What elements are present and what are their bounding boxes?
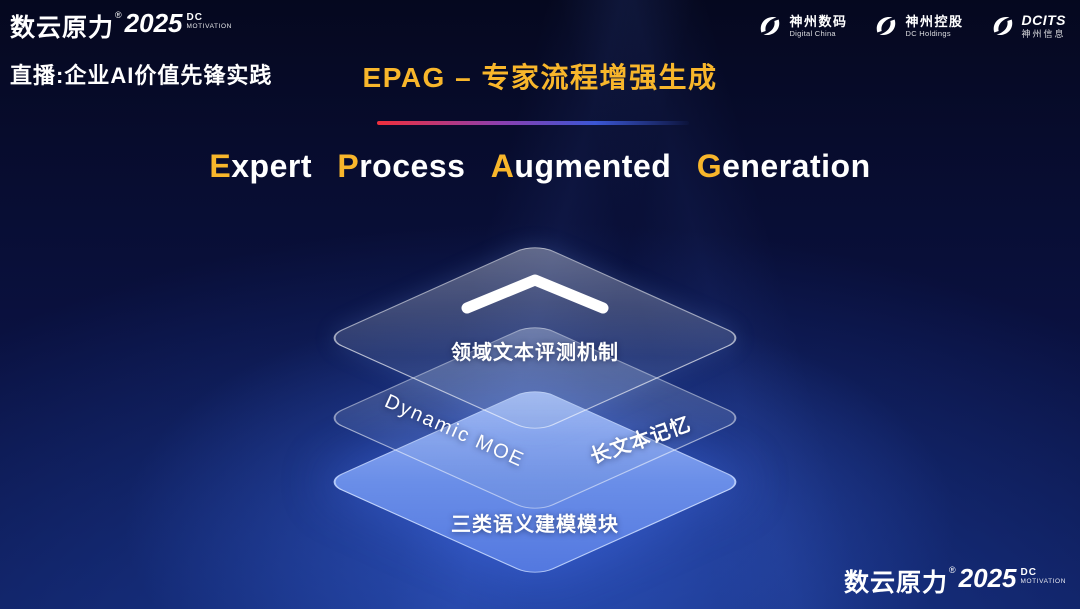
page-title: EPAG – 专家流程增强生成: [362, 62, 718, 93]
partner-dc-holdings: 神州控股 DC Holdings: [873, 13, 963, 39]
partner-text: DCITS 神州信息: [1022, 12, 1067, 40]
partner-logos: 神州数码 Digital China 神州控股 DC Holdings DCIT…: [757, 12, 1066, 40]
bottom-layer-label: 三类语义建模模块: [451, 514, 619, 536]
brand-tagline-line2: MOTIVATION: [1020, 578, 1066, 585]
registered-mark: ®: [115, 10, 122, 20]
headline-word: Generation: [697, 148, 871, 185]
title-divider: [377, 121, 689, 125]
headline-word: Expert: [209, 148, 312, 185]
partner-text: 神州数码 Digital China: [789, 14, 847, 39]
headline-initial: E: [209, 148, 232, 184]
brand-tagline-line1: DC: [186, 12, 203, 23]
brand-tagline: DC MOTIVATION: [1021, 567, 1066, 585]
top-layer-label: 领域文本评测机制: [451, 342, 619, 364]
headline-rest: xpert: [231, 148, 312, 184]
brand-year: 2025: [958, 563, 1017, 593]
headline-initial: P: [337, 148, 360, 184]
headline-initial: A: [490, 148, 515, 184]
dc-holdings-logo-icon: [877, 16, 896, 35]
headline-rest: eneration: [722, 148, 871, 184]
partner-name: 神州数码: [789, 13, 848, 29]
brand-year: 2025: [124, 8, 183, 38]
headline-initial: G: [696, 148, 723, 184]
partner-subtitle: DC Holdings: [905, 29, 951, 39]
partner-name: DCITS: [1021, 12, 1066, 28]
brand-name: 数云原力: [10, 14, 115, 42]
headline-rest: rocess: [359, 148, 466, 184]
dcits-logo-icon: [993, 16, 1012, 35]
partner-dcits: DCITS 神州信息: [990, 12, 1067, 40]
live-stream-title: 直播:企业AI价值先锋实践: [10, 63, 273, 88]
headline-word: Augmented: [491, 148, 672, 185]
headline-rest: ugmented: [514, 148, 672, 184]
brand-tagline-line2: MOTIVATION: [186, 23, 232, 30]
partner-text: 神州控股 DC Holdings: [905, 14, 963, 39]
brand-logo-bottom-right: 数云原力 ® 2025 DC MOTIVATION: [844, 563, 1066, 599]
headline-word: Process: [337, 148, 465, 185]
partner-digital-china: 神州数码 Digital China: [757, 13, 847, 39]
headline: Expert Process Augmented Generation: [0, 148, 1080, 185]
digital-china-logo-icon: [761, 16, 780, 35]
partner-subtitle: Digital China: [789, 29, 836, 39]
partner-name: 神州控股: [905, 13, 964, 29]
registered-mark: ®: [949, 565, 956, 575]
chevron-up-icon: [461, 274, 609, 314]
brand-logo-top-left: 数云原力 ® 2025 DC MOTIVATION: [10, 8, 232, 44]
brand-name: 数云原力: [844, 569, 949, 597]
partner-subtitle: 神州信息: [1021, 28, 1066, 39]
brand-tagline-line1: DC: [1020, 567, 1037, 578]
brand-tagline: DC MOTIVATION: [187, 12, 232, 30]
